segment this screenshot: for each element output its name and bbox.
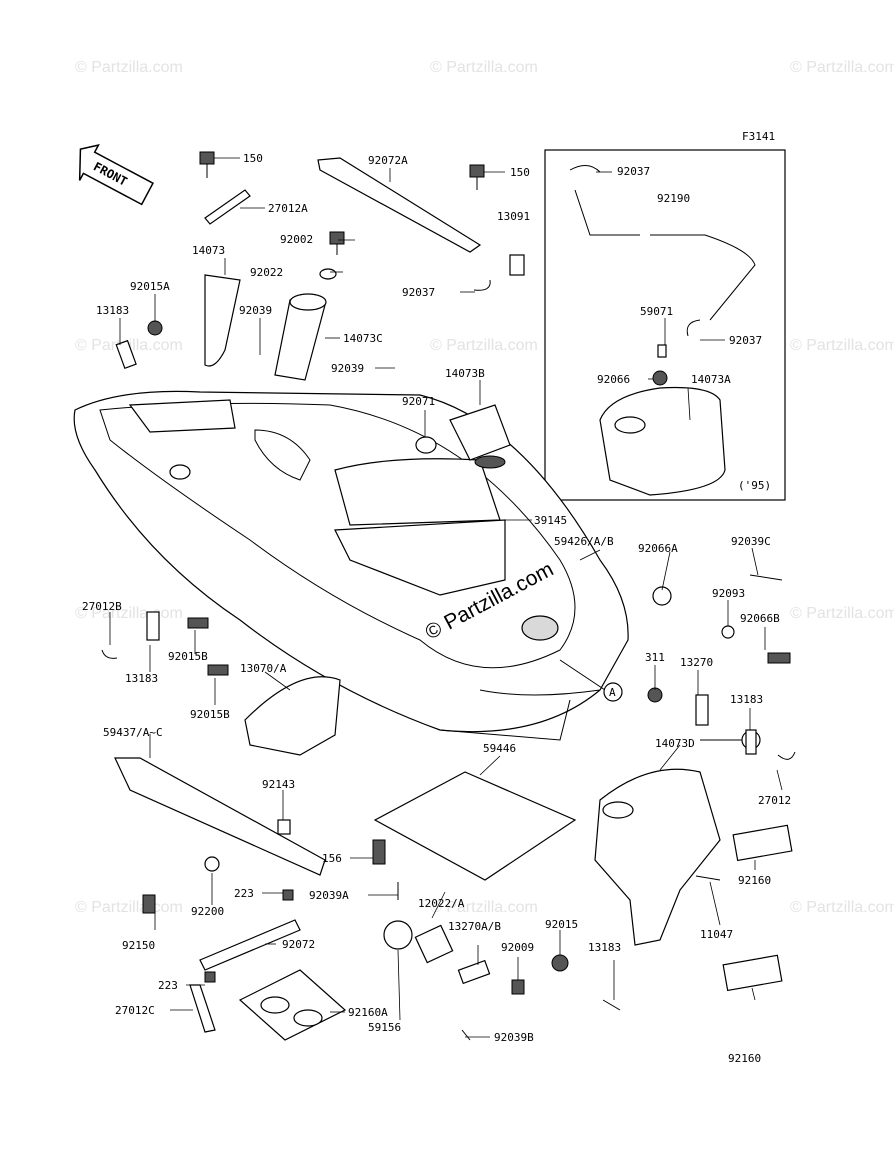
part-label: 11047 bbox=[700, 928, 733, 941]
part-label: 59426/A/B bbox=[554, 535, 614, 548]
part-label: 223 bbox=[158, 979, 178, 992]
part-label: 39145 bbox=[534, 514, 567, 527]
part-label: 92066 bbox=[597, 373, 630, 386]
part-label: 59156 bbox=[368, 1021, 401, 1034]
part-label: 311 bbox=[645, 651, 665, 664]
part-label: 92039B bbox=[494, 1031, 534, 1044]
part-label: 13270A/B bbox=[448, 920, 501, 933]
part-label: 92066A bbox=[638, 542, 678, 555]
watermark: © Partzilla.com bbox=[430, 899, 538, 916]
hull-port bbox=[521, 615, 559, 641]
part-label: 92002 bbox=[280, 233, 313, 246]
part-label: 92037 bbox=[617, 165, 650, 178]
part-label: 150 bbox=[243, 152, 263, 165]
part-label: 92143 bbox=[262, 778, 295, 791]
part-label: 92015B bbox=[190, 708, 230, 721]
part-label: 92072 bbox=[282, 938, 315, 951]
part-label: 27012 bbox=[758, 794, 791, 807]
part-label: 13091 bbox=[497, 210, 530, 223]
model-year-note: ('95) bbox=[738, 479, 771, 492]
part-label: 92039 bbox=[239, 304, 272, 317]
part-label: 92022 bbox=[250, 266, 283, 279]
part-label: 27012C bbox=[115, 1004, 155, 1017]
watermark: © Partzilla.com bbox=[430, 59, 538, 76]
part-label: 92160 bbox=[738, 874, 771, 887]
part-label: 13270 bbox=[680, 656, 713, 669]
part-label: 92072A bbox=[368, 154, 408, 167]
part-label: 92071 bbox=[402, 395, 435, 408]
part-label: 92015 bbox=[545, 918, 578, 931]
part-label: 14073D bbox=[655, 737, 695, 750]
part-label: 59446 bbox=[483, 742, 516, 755]
part-label: 92039C bbox=[731, 535, 771, 548]
figure-code: F3141 bbox=[742, 130, 775, 143]
part-label: 14073C bbox=[343, 332, 383, 345]
part-label: 92190 bbox=[657, 192, 690, 205]
part-label: 92039 bbox=[331, 362, 364, 375]
part-label: 92037 bbox=[402, 286, 435, 299]
part-label: 223 bbox=[234, 887, 254, 900]
part-label: 27012A bbox=[268, 202, 308, 215]
part-label: 14073B bbox=[445, 367, 485, 380]
watermark: © Partzilla.com bbox=[790, 337, 894, 354]
part-label: 92160 bbox=[728, 1052, 761, 1065]
part-label: 13183 bbox=[96, 304, 129, 317]
part-label: 12022/A bbox=[418, 897, 465, 910]
callout-a-label: A bbox=[609, 686, 616, 699]
inset-box bbox=[544, 149, 786, 501]
watermark: © Partzilla.com bbox=[790, 605, 894, 622]
front-arrow: FRONT bbox=[78, 144, 154, 206]
part-label: 13183 bbox=[125, 672, 158, 685]
part-label: 13183 bbox=[730, 693, 763, 706]
part-label: 92039A bbox=[309, 889, 349, 902]
part-label: 92037 bbox=[729, 334, 762, 347]
part-labels: 150 27012A 92072A 150 13091 92037 92190 … bbox=[82, 152, 791, 1065]
part-label: 92015A bbox=[130, 280, 170, 293]
part-label: 92015B bbox=[168, 650, 208, 663]
part-label: 59071 bbox=[640, 305, 673, 318]
part-label: 14073 bbox=[192, 244, 225, 257]
hull-body bbox=[73, 390, 629, 741]
watermark: © Partzilla.com bbox=[430, 337, 538, 354]
part-label: 92200 bbox=[191, 905, 224, 918]
leader-lines bbox=[109, 157, 783, 1038]
part-label: 156 bbox=[322, 852, 342, 865]
part-label: 59437/A~C bbox=[103, 726, 163, 739]
part-label: 14073A bbox=[691, 373, 731, 386]
part-label: 13070/A bbox=[240, 662, 287, 675]
watermark: © Partzilla.com bbox=[75, 59, 183, 76]
watermark: © Partzilla.com bbox=[790, 899, 894, 916]
watermark: © Partzilla.com bbox=[75, 899, 183, 916]
part-label: 92150 bbox=[122, 939, 155, 952]
part-shapes bbox=[101, 151, 796, 1041]
part-label: 92093 bbox=[712, 587, 745, 600]
part-label: 92160A bbox=[348, 1006, 388, 1019]
watermark: © Partzilla.com bbox=[790, 59, 894, 76]
part-label: 13183 bbox=[588, 941, 621, 954]
part-label: 150 bbox=[510, 166, 530, 179]
part-label: 92066B bbox=[740, 612, 780, 625]
part-label: 92009 bbox=[501, 941, 534, 954]
part-label: 27012B bbox=[82, 600, 122, 613]
